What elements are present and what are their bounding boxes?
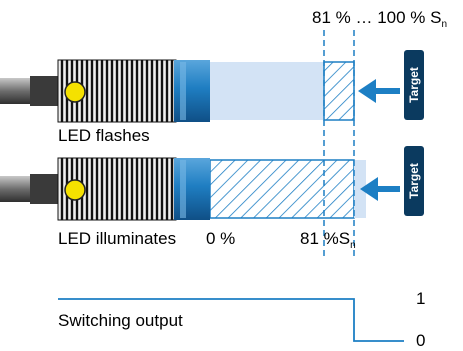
sensor-row-2 bbox=[0, 157, 366, 221]
target-tag-2: Target bbox=[404, 146, 424, 216]
output-high-label: 1 bbox=[416, 289, 426, 308]
switching-signal-line bbox=[58, 298, 404, 342]
switching-output-caption: Switching output bbox=[58, 311, 183, 330]
end-value-label: 81 %Sn bbox=[300, 229, 356, 251]
led-indicator-1 bbox=[64, 81, 86, 103]
led-indicator-2 bbox=[64, 179, 86, 201]
beam-light-1 bbox=[210, 62, 324, 120]
output-low-label: 0 bbox=[416, 331, 426, 350]
sensor-front-1 bbox=[174, 60, 210, 122]
sensor-row-1 bbox=[0, 59, 355, 123]
svg-text:Target: Target bbox=[407, 67, 421, 103]
arrow-icon-1 bbox=[358, 79, 400, 103]
beam-hatched-1 bbox=[323, 61, 355, 121]
zero-percent-label: 0 % bbox=[206, 229, 236, 248]
sensor-front-2 bbox=[174, 158, 210, 220]
svg-text:Target: Target bbox=[407, 163, 421, 199]
target-tag-1: Target bbox=[404, 50, 424, 120]
range-label: 81 % … 100 % Sn bbox=[312, 8, 448, 30]
caption-led-flashes: LED flashes bbox=[58, 126, 150, 145]
beam-hatched-2 bbox=[209, 159, 355, 219]
caption-led-illuminates: LED illuminates bbox=[58, 229, 177, 248]
arrow-icon-2 bbox=[360, 177, 400, 201]
